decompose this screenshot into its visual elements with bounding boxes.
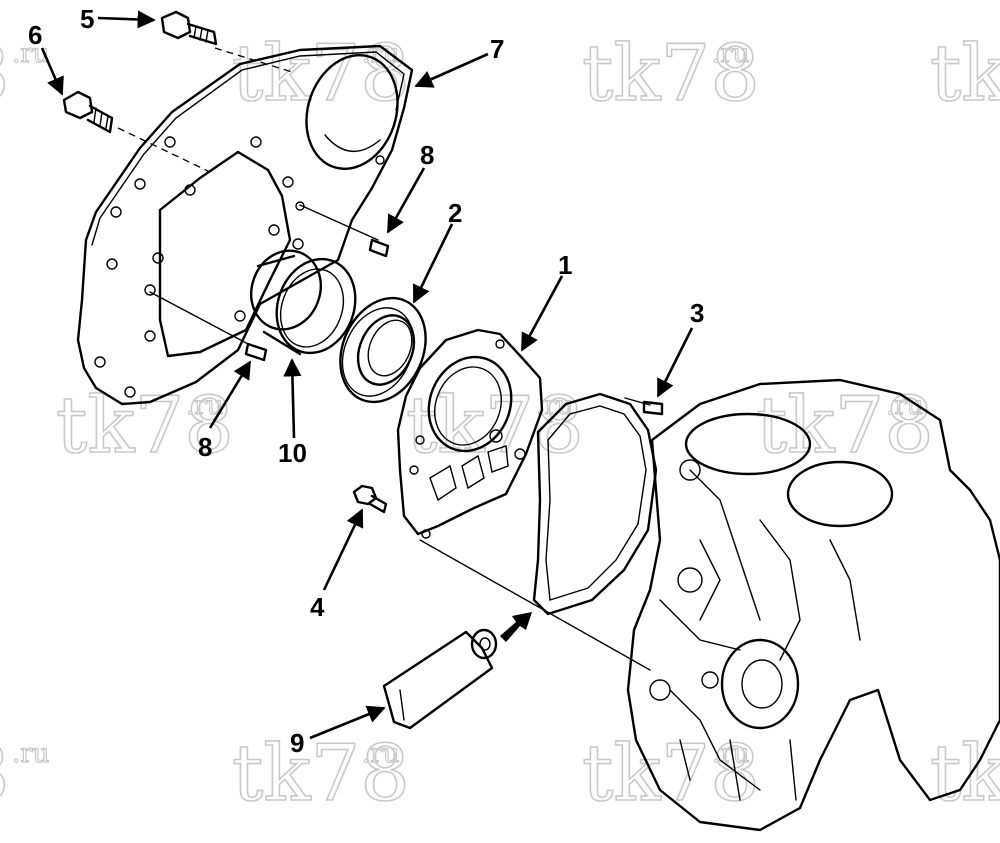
bolt-5 xyxy=(160,10,218,46)
crank-sleeve xyxy=(250,249,357,356)
bolt-holes xyxy=(94,136,385,398)
bolt-4 xyxy=(352,484,388,514)
dowel-pin-8-upper xyxy=(368,238,390,258)
watermark-top-center: tk78 xyxy=(232,29,410,119)
callout-1: 1 xyxy=(558,250,572,280)
watermark-fragment-bottom-left: 8 xyxy=(0,729,10,819)
callout-8-upper: 8 xyxy=(420,140,434,170)
gear-case-plate xyxy=(396,328,544,539)
callout-5: 5 xyxy=(80,4,94,34)
watermark-suffix-bottom-center: .ru xyxy=(362,739,399,769)
watermark-suffix-bottom-left: .ru xyxy=(12,739,49,769)
watermark-fragment-top-edge: tk xyxy=(930,29,1000,119)
watermark-mid-left: tk78 xyxy=(56,381,234,471)
callout-2: 2 xyxy=(448,198,462,228)
watermark-layer: 8 .ru tk78 .ru tk78 .ru tk tk78 .ru tk78… xyxy=(0,28,1000,820)
watermark-fragment-top-left: 8 xyxy=(0,29,10,119)
oil-seal xyxy=(339,296,427,404)
callout-4: 4 xyxy=(310,592,325,622)
callout-10: 10 xyxy=(278,438,307,468)
callout-leaders xyxy=(40,10,694,740)
watermark-suffix-top-center: .ru xyxy=(362,39,399,69)
alignment-lines xyxy=(117,47,651,671)
watermark-bottom-center: tk78 xyxy=(232,729,410,819)
cylinder-block xyxy=(626,378,1000,832)
callout-3: 3 xyxy=(690,298,704,328)
dowel-pin-8-lower xyxy=(244,342,268,362)
bolt-6 xyxy=(62,90,114,134)
callout-9: 9 xyxy=(290,728,304,758)
watermark-suffix-top-right: .ru xyxy=(712,39,749,69)
watermark-mid-center: tk78 xyxy=(406,381,584,471)
apply-direction-arrow xyxy=(500,612,532,642)
sealant-tube xyxy=(382,628,498,730)
watermark-mid-right: tk78 xyxy=(756,381,934,471)
callout-7: 7 xyxy=(490,34,504,64)
watermark-top-right: tk78 xyxy=(582,29,760,119)
callout-labels: 5 6 7 8 2 1 3 8 10 4 9 xyxy=(28,4,704,758)
callout-8-lower: 8 xyxy=(198,432,212,462)
callout-6: 6 xyxy=(28,20,42,50)
gasket xyxy=(532,392,658,616)
dowel-pin-3 xyxy=(642,400,664,416)
